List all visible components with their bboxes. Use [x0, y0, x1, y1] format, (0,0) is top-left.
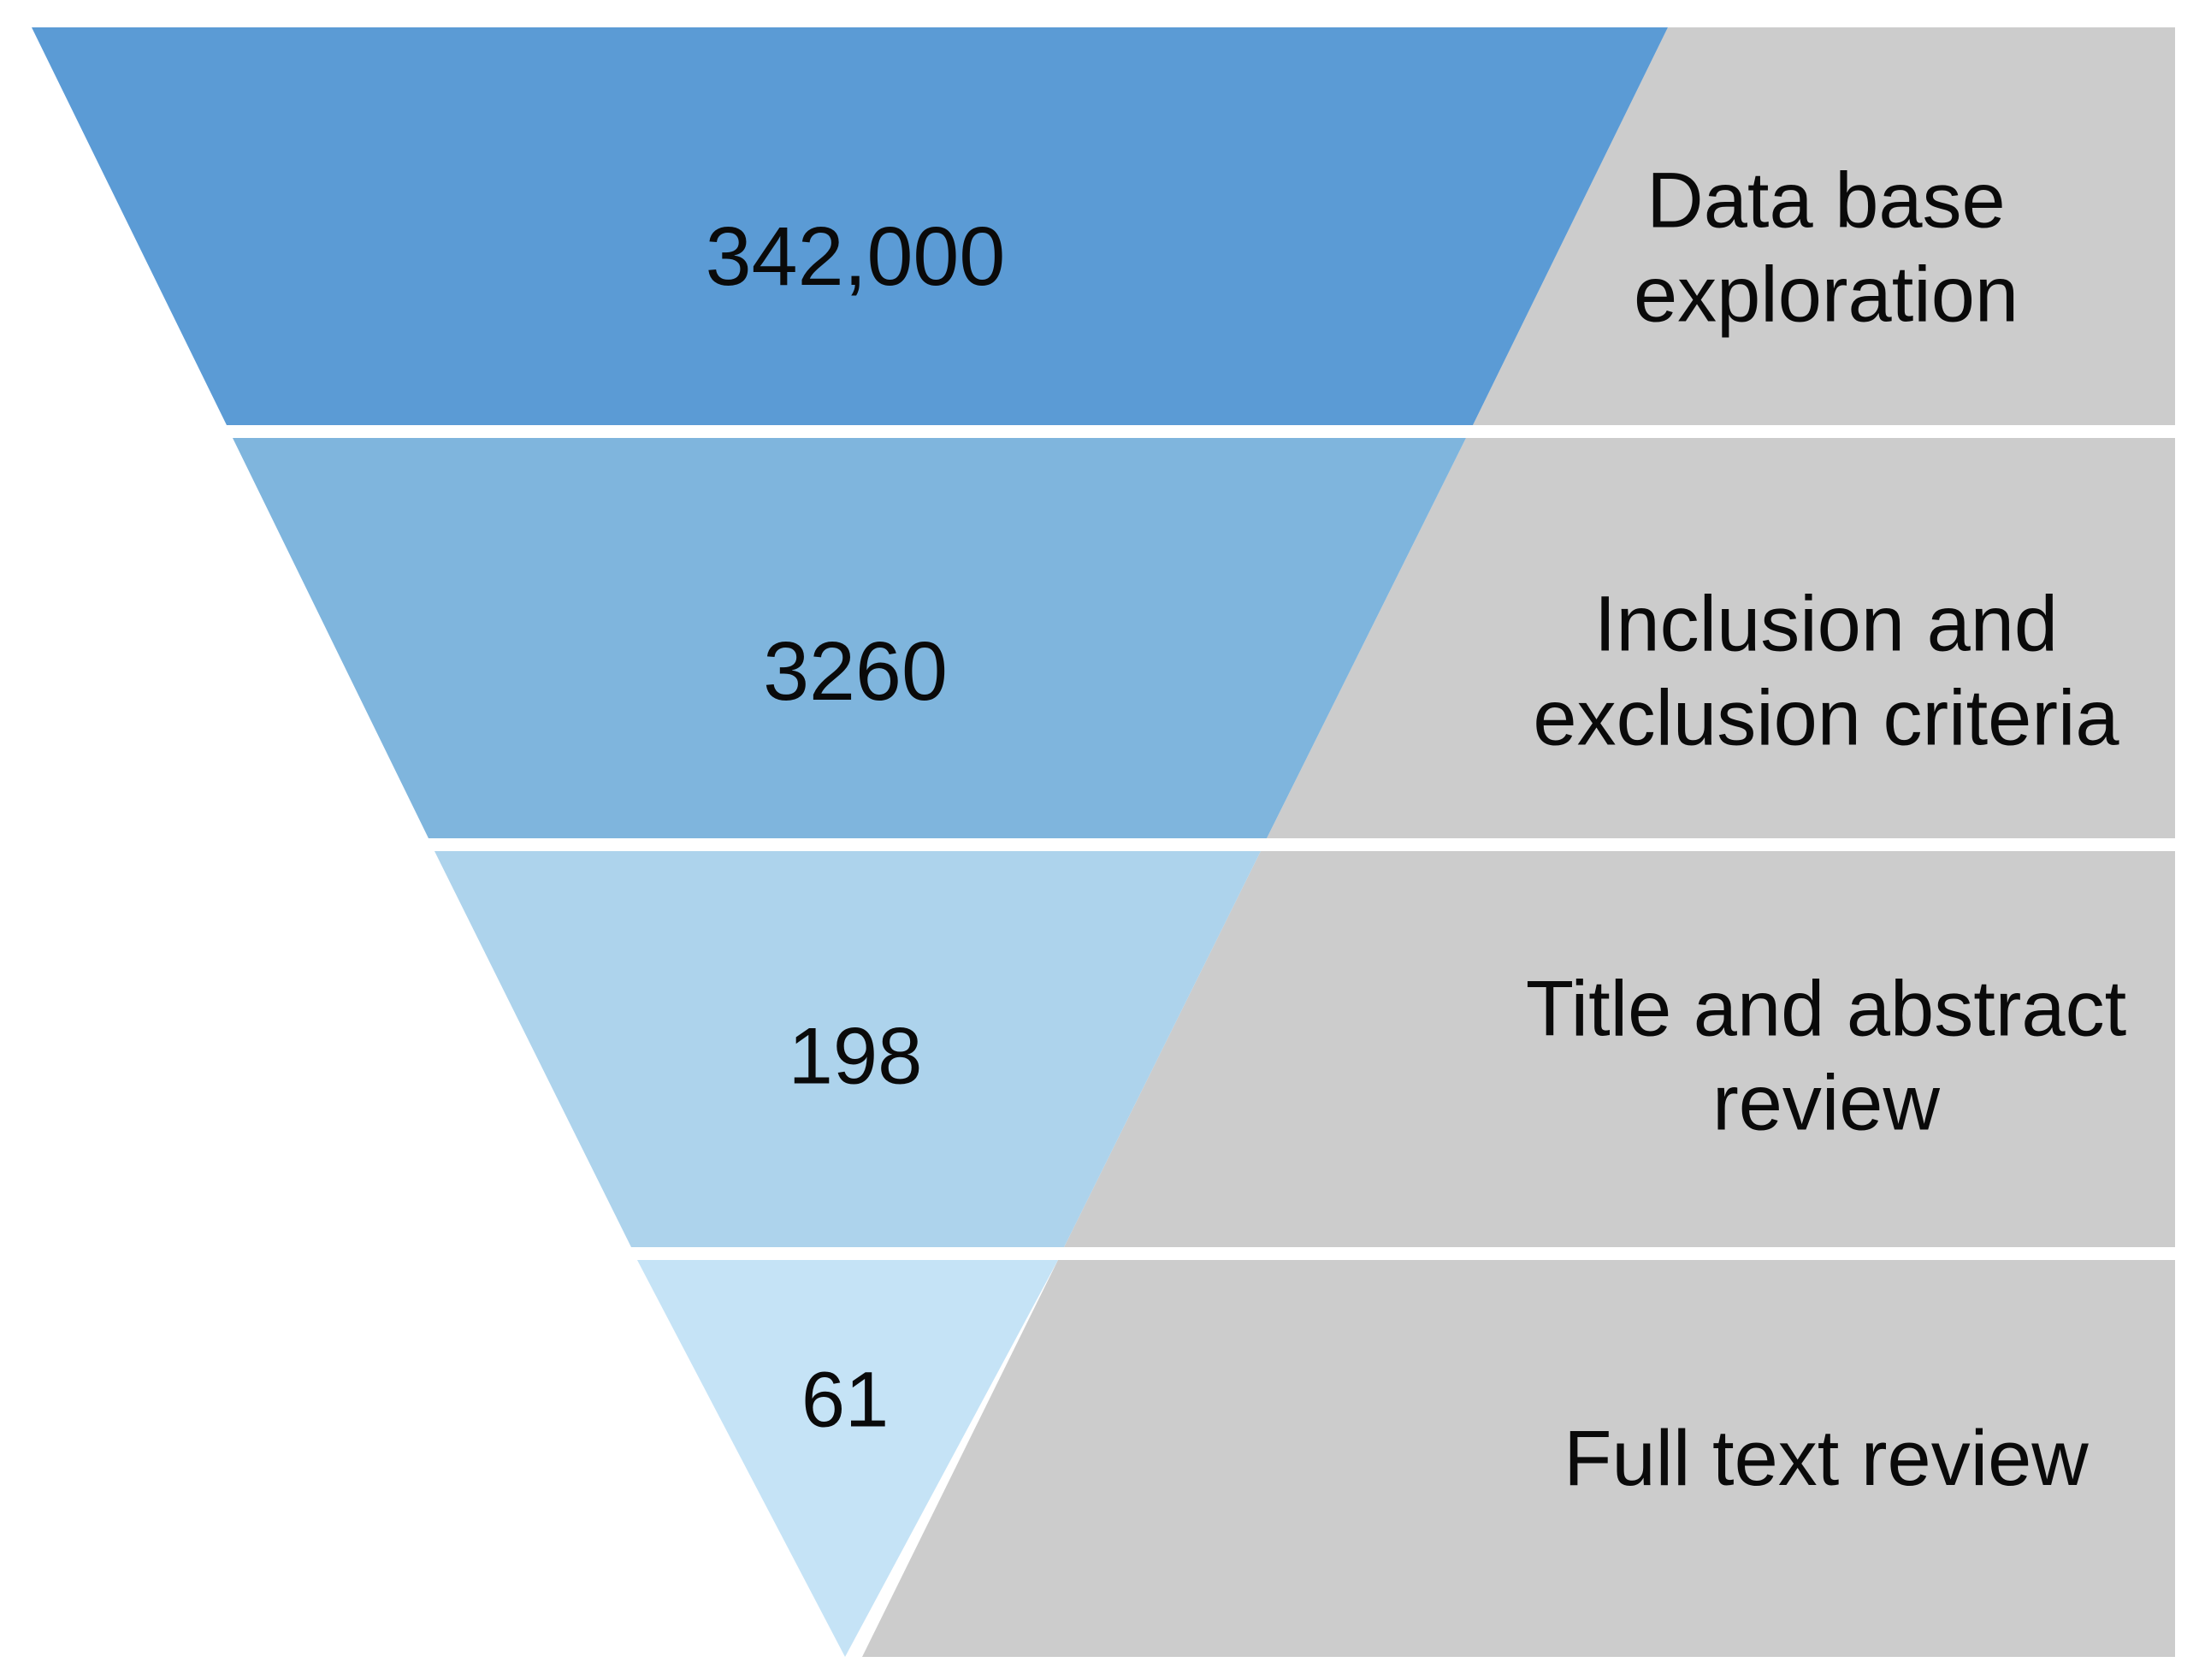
funnel-band-4: [637, 1260, 1058, 1657]
label-panel-1: [1473, 27, 2175, 425]
funnel-band-1: [32, 27, 1668, 425]
funnel-band-2: [233, 438, 1466, 838]
label-panel-2: [1267, 438, 2175, 838]
label-panel-4: [862, 1260, 2175, 1657]
funnel-band-3: [434, 851, 1261, 1247]
label-panel-3: [1064, 851, 2175, 1247]
